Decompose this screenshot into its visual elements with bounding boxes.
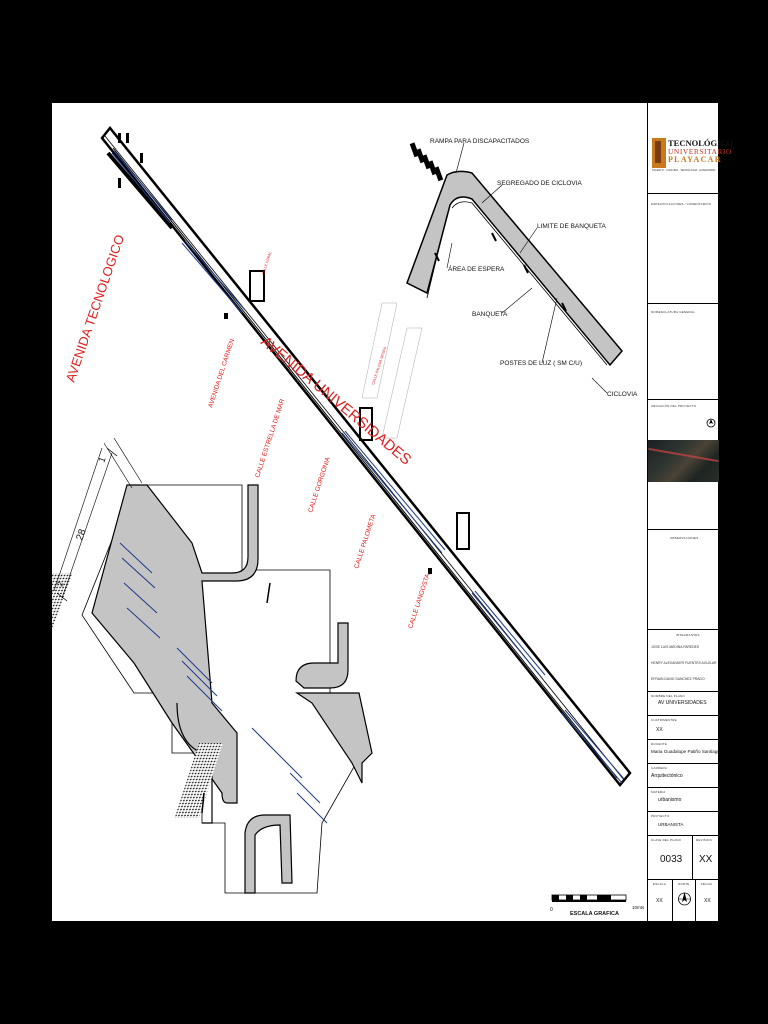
materia-box: MATERIA urbanismo bbox=[648, 787, 719, 811]
title-block: TECNOLÓGICO UNIVERSITARIO PLAYACAR TALEN… bbox=[647, 103, 733, 921]
logo-line1: TECNOLÓGICO bbox=[668, 138, 734, 148]
graphic-scale bbox=[551, 894, 627, 902]
carrera-value: Arquitectónico bbox=[651, 773, 683, 779]
clave-revision-box: CLAVE DEL PLANO 0033 REVISION XX bbox=[648, 835, 719, 879]
label-banqueta: BANQUETA bbox=[472, 311, 508, 318]
label-calle-top2: CALLE PALOMA NEGRA bbox=[371, 346, 387, 386]
integrantes-caption: INTEGRANTES bbox=[676, 633, 700, 637]
label-ciclovia: CICLOVIA bbox=[607, 391, 638, 398]
logo-tagline: TALENTO · CULTURA · TECNOLOGIA · HUMANIS… bbox=[652, 169, 716, 172]
revision-value: XX bbox=[699, 854, 713, 865]
logo-box: TECNOLÓGICO UNIVERSITARIO PLAYACAR TALEN… bbox=[648, 103, 733, 193]
proyecto-box: PROYECTO URBANISTA bbox=[648, 811, 719, 835]
clave-caption: CLAVE DEL PLANO bbox=[651, 838, 682, 842]
docente-value: Maria Guadalupe Patiño Santiago bbox=[651, 749, 720, 754]
university-logo: TECNOLÓGICO UNIVERSITARIO PLAYACAR TALEN… bbox=[652, 136, 733, 176]
escala-cell: ESCALA XX bbox=[648, 880, 672, 922]
crosswalk-sketch bbox=[361, 302, 423, 439]
observaciones-caption: OBSERVACIONES bbox=[670, 536, 699, 540]
ubicacion-box: UBICACIÓN DEL PROYECTO bbox=[648, 399, 719, 529]
dimension-2: 2 bbox=[55, 580, 65, 588]
proyecto-value: URBANISTA bbox=[658, 822, 684, 827]
integrante-3: EFRAIN DAVID SANCHEZ PRADO bbox=[651, 677, 705, 681]
label-segregado: SEGREGADO DE CICLOVIA bbox=[497, 180, 583, 187]
docente-box: DOCENTE Maria Guadalupe Patiño Santiago bbox=[648, 739, 720, 763]
ciclovia-detail bbox=[406, 142, 623, 394]
scale-end: 10mts bbox=[632, 905, 645, 910]
integrante-2: HENRY ALEXANDER FUENTES AGUILAR bbox=[651, 661, 717, 665]
especificaciones-caption: ESPECIFICACIONES / COMENTARIOS bbox=[651, 202, 711, 206]
escala-value: XX bbox=[656, 898, 663, 904]
materia-caption: MATERIA bbox=[651, 790, 666, 794]
revision-cell: REVISION XX bbox=[692, 836, 720, 879]
fecha-value: XX bbox=[704, 898, 711, 904]
integrante-1: JOSE LUIS MEDINA PAREDES bbox=[651, 645, 700, 649]
nomenclatura-caption: NOMENCLATURA GENERAL bbox=[651, 310, 695, 314]
nombre-plano-value: AV UNIVERSIDADES bbox=[658, 700, 707, 706]
norte-caption: NORTE bbox=[678, 882, 690, 886]
norte-cell: NORTE bbox=[672, 880, 696, 921]
label-avenida-del-carmen: AVENIDA DEL CARMEN bbox=[207, 338, 236, 409]
materia-value: urbanismo bbox=[658, 797, 682, 803]
main-avenue bbox=[100, 126, 632, 787]
integrantes-box: INTEGRANTES JOSE LUIS MEDINA PAREDES HEN… bbox=[648, 629, 719, 691]
docente-caption: DOCENTE bbox=[651, 742, 668, 746]
location-aerial-image bbox=[648, 440, 719, 482]
fecha-cell: FECHA XX bbox=[695, 880, 720, 921]
ramp-stripes bbox=[409, 142, 444, 182]
site-plan-drawing: AVENIDA TECNOLOGICO AVENIDA UNIVERSIDADE… bbox=[52, 126, 645, 917]
carrera-caption: CARRERA bbox=[651, 766, 668, 770]
label-calle-gorgonia: CALLE GORGONIA bbox=[307, 456, 332, 514]
logo-line3: PLAYACAR bbox=[668, 155, 722, 164]
escala-caption: ESCALA bbox=[653, 882, 667, 886]
label-rampa: RAMPA PARA DISCAPACITADOS bbox=[430, 138, 530, 145]
nomenclatura-box: NOMENCLATURA GENERAL bbox=[648, 303, 719, 399]
label-calle-langosta: CALLE LANGOSTA bbox=[407, 572, 432, 629]
logo-line2: UNIVERSITARIO bbox=[668, 147, 732, 156]
label-calle-palometa: CALLE PALOMETA bbox=[353, 513, 377, 570]
label-avenida-tecnologico: AVENIDA TECNOLOGICO bbox=[63, 233, 128, 384]
label-limite: LIMITE DE BANQUETA bbox=[537, 223, 607, 230]
cuatrimestre-value: XX bbox=[656, 727, 663, 733]
observaciones-box: OBSERVACIONES bbox=[648, 529, 719, 629]
drawing-sheet: AVENIDA TECNOLOGICO AVENIDA UNIVERSIDADE… bbox=[52, 103, 733, 921]
label-area-espera: ÁREA DE ESPERA bbox=[448, 264, 505, 273]
clave-cell: CLAVE DEL PLANO 0033 bbox=[648, 836, 692, 880]
dimension-1: 1 bbox=[96, 456, 107, 464]
revision-caption: REVISION bbox=[696, 838, 712, 842]
label-calle-top1: CALLE CORAL bbox=[261, 251, 272, 275]
scale-zero: 0 bbox=[550, 907, 553, 913]
cuatrimestre-box: CUATRIMESTRE XX bbox=[648, 715, 719, 739]
cuatrimestre-caption: CUATRIMESTRE bbox=[651, 718, 677, 722]
fecha-caption: FECHA bbox=[701, 882, 713, 886]
logo-mark-icon bbox=[652, 138, 666, 168]
escala-norte-fecha-box: ESCALA XX NORTE FECHA XX bbox=[648, 879, 719, 921]
especificaciones-box: ESPECIFICACIONES / COMENTARIOS bbox=[648, 193, 719, 303]
label-calle-estrella: CALLE ESTRELLA DE MAR bbox=[254, 398, 286, 479]
dimension-28: 28 bbox=[74, 527, 88, 542]
compass-icon bbox=[678, 892, 691, 906]
carrera-box: CARRERA Arquitectónico bbox=[648, 763, 719, 787]
ubicacion-caption: UBICACIÓN DEL PROYECTO bbox=[651, 404, 697, 408]
north-arrow-icon bbox=[706, 418, 716, 428]
scale-label: ESCALA GRAFICA bbox=[570, 911, 619, 917]
intersection-detail bbox=[52, 437, 373, 894]
nombre-plano-box: NOMBRE DEL PLANO AV UNIVERSIDADES bbox=[648, 691, 719, 715]
label-postes: POSTES DE LUZ ( SM C/U) bbox=[500, 360, 582, 367]
nombre-plano-caption: NOMBRE DEL PLANO bbox=[651, 694, 685, 698]
clave-value: 0033 bbox=[660, 854, 683, 865]
proyecto-caption: PROYECTO bbox=[651, 814, 670, 818]
